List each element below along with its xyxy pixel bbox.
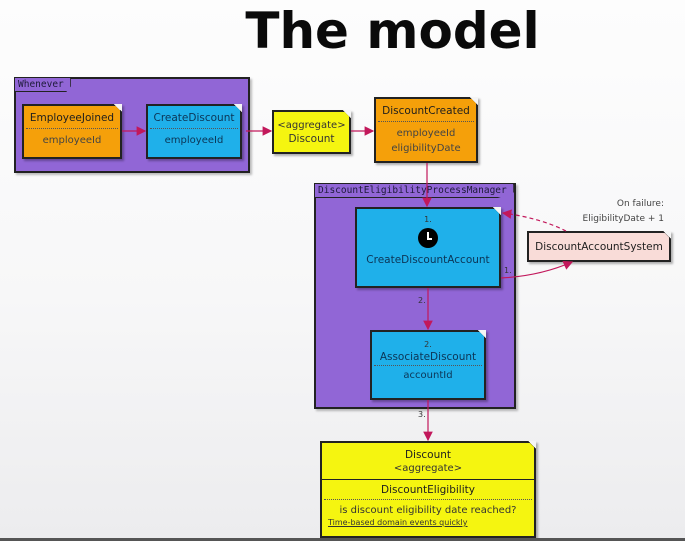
- discount-aggregate-stereotype: <aggregate>: [393, 463, 463, 474]
- create-discount-account-command[interactable]: 1. CreateDiscountAccount: [355, 207, 501, 288]
- bottom-bar: [0, 538, 685, 541]
- discount-created-field-eligibility: eligibilityDate: [391, 143, 461, 154]
- employee-joined-event[interactable]: EmployeeJoined employeeId: [22, 104, 122, 159]
- associate-discount-command[interactable]: 2. AssociateDiscount accountId: [370, 330, 486, 400]
- failure-note-line1: On failure:: [616, 199, 664, 209]
- discount-aggregate-title: Discount: [404, 449, 452, 461]
- discount-created-event[interactable]: DiscountCreated employeeId eligibilityDa…: [374, 97, 478, 163]
- create-discount-command[interactable]: CreateDiscount employeeId: [146, 104, 242, 159]
- clock-icon: [418, 228, 438, 248]
- create-discount-title: CreateDiscount: [153, 112, 235, 124]
- employee-joined-title: EmployeeJoined: [29, 112, 115, 124]
- failure-note: On failure: EligibilityDate + 1: [560, 197, 664, 227]
- step2-number: 2.: [424, 340, 432, 349]
- discount-created-field-employee: employeeId: [396, 128, 456, 139]
- process-manager-label: DiscountEligibilityProcessManager: [315, 184, 514, 198]
- whenever-frame-label: Whenever: [15, 78, 71, 92]
- create-discount-account-title: CreateDiscountAccount: [366, 254, 490, 266]
- eligibility-question: is discount eligibility date reached?: [339, 505, 517, 516]
- page-title: The model: [245, 2, 540, 60]
- associate-discount-title: AssociateDiscount: [379, 351, 477, 363]
- discount-aggregate[interactable]: Discount <aggregate> DiscountEligibility…: [320, 441, 536, 538]
- discount-account-system-title: DiscountAccountSystem: [535, 241, 663, 253]
- step3-edge-number: 3.: [418, 410, 426, 419]
- discount-account-system[interactable]: DiscountAccountSystem: [527, 231, 671, 262]
- employee-joined-field: employeeId: [42, 135, 102, 146]
- create-discount-field: employeeId: [164, 135, 224, 146]
- aggregate-stereotype: <aggregate>: [277, 120, 346, 131]
- step1-number: 1.: [424, 215, 432, 224]
- discount-aggregate-note[interactable]: <aggregate> Discount: [272, 110, 351, 154]
- aggregate-name: Discount: [288, 133, 335, 145]
- step1-out-number: 1.: [504, 266, 512, 275]
- discount-created-title: DiscountCreated: [382, 105, 470, 117]
- failure-note-line2: EligibilityDate + 1: [582, 214, 664, 224]
- step2-edge-number: 2.: [418, 296, 426, 305]
- footnote: Time-based domain events quickly: [328, 518, 468, 527]
- associate-discount-field: accountId: [403, 370, 453, 381]
- discount-eligibility-policy: DiscountEligibility: [381, 484, 475, 496]
